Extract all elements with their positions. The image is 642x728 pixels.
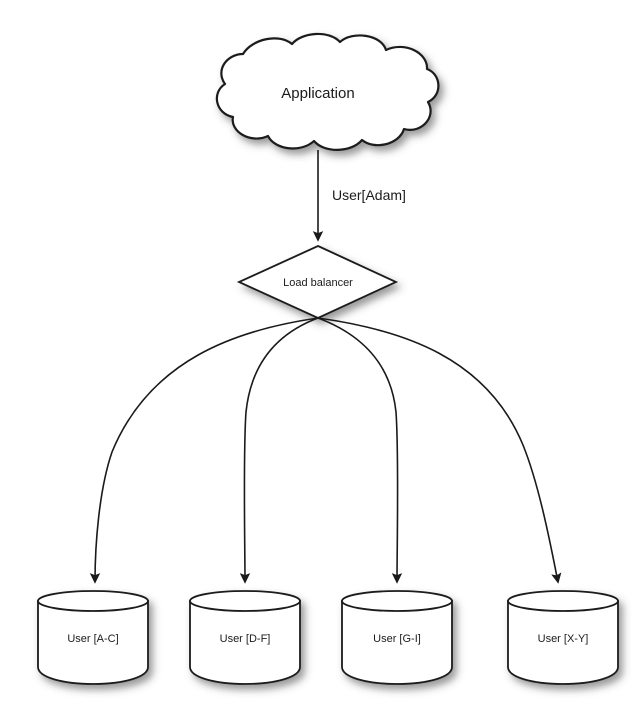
cylinder-top-3	[341, 590, 453, 612]
database-node-2[interactable]: User [D-F]	[189, 590, 301, 685]
edge-balancer-to-db-2	[239, 317, 319, 584]
cylinder-top-1	[37, 590, 149, 612]
application-cloud-node[interactable]: Application	[215, 32, 440, 151]
database-node-1[interactable]: User [A-C]	[37, 590, 149, 685]
edge-balancer-to-db-4	[317, 317, 562, 584]
cylinder-body-4	[507, 600, 619, 685]
edge-line-db-1	[89, 317, 319, 584]
cylinder-body-2	[189, 600, 301, 685]
cloud-shape	[215, 32, 440, 151]
cylinder-body-1	[37, 600, 149, 685]
database-node-4[interactable]: User [X-Y]	[507, 590, 619, 685]
cylinder-top-4	[507, 590, 619, 612]
edge-line-db-4	[317, 317, 562, 584]
edge-balancer-to-db-1	[89, 317, 319, 584]
database-label-2: User [D-F]	[220, 633, 271, 645]
edge-label-user-adam: User[Adam]	[332, 187, 406, 203]
edge-line-db-2	[239, 317, 319, 584]
application-label: Application	[281, 85, 354, 102]
edge-balancer-to-db-3	[317, 317, 403, 584]
load-balancer-label: Load balancer	[283, 277, 353, 289]
load-balancer-node[interactable]: Load balancer	[236, 245, 399, 319]
cylinder-body-3	[341, 600, 453, 685]
database-label-4: User [X-Y]	[538, 633, 589, 645]
database-label-3: User [G-I]	[373, 633, 421, 645]
database-node-3[interactable]: User [G-I]	[341, 590, 453, 685]
cylinder-top-2	[189, 590, 301, 612]
database-label-1: User [A-C]	[67, 633, 118, 645]
edge-line-db-3	[317, 317, 403, 584]
